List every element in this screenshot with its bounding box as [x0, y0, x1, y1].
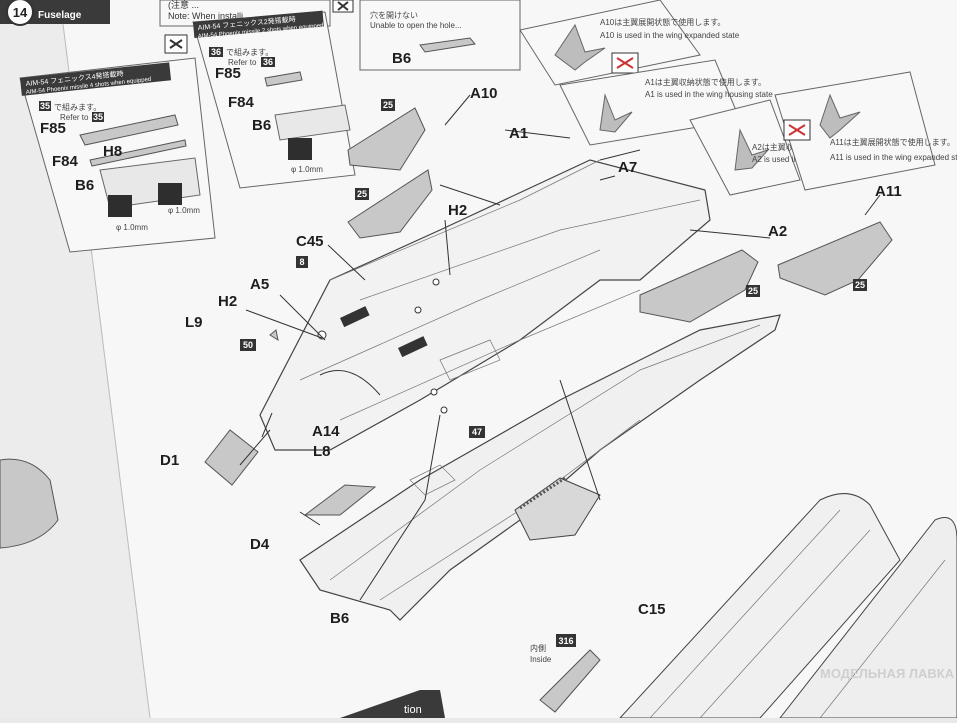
part-labels: A10 A1 A7 A2 A11 H2 C45 A5 H2 L9 A14 L8 …: [160, 85, 902, 627]
refer-en: Refer to: [60, 113, 89, 122]
d4-part: [303, 484, 377, 516]
part-label-f85-b: F85: [215, 65, 241, 82]
part-label-f84: F84: [52, 153, 79, 170]
wing-part-a11: 25: [777, 221, 893, 296]
step-title: Fuselage: [38, 10, 82, 21]
step-number: 14: [13, 5, 28, 20]
label-d4: D4: [250, 536, 270, 553]
missile-rail: [79, 114, 179, 146]
note-jp: (注意 ...: [168, 0, 199, 10]
svg-text:25: 25: [357, 189, 367, 199]
left-page-part: [0, 458, 59, 549]
wing-part-a1: 25: [347, 169, 433, 239]
callout-aim54-4: AIM-54 フェニックス4発搭載時 AIM-54 Phoenix missil…: [19, 34, 216, 253]
wing-part-a10: 25: [347, 99, 426, 171]
gear-bay: [514, 477, 601, 541]
note-en: Note: When installi...: [168, 11, 251, 21]
part-label-b6-aim2: B6: [252, 117, 271, 134]
svg-text:で組みます。: で組みます。: [226, 47, 273, 57]
svg-text:A11は主翼展開状態で使用します。: A11は主翼展開状態で使用します。: [830, 137, 955, 147]
watermark: МОДЕЛЬНАЯ ЛАВКА: [820, 666, 955, 681]
fuselage-assembly: [204, 94, 881, 621]
svg-text:25: 25: [383, 100, 393, 110]
svg-text:A1は主翼収納状態で使用します。: A1は主翼収納状態で使用します。: [645, 77, 766, 87]
svg-text:35: 35: [40, 101, 50, 111]
top-note-center: 穴を開けない Unable to open the hole... B6: [359, 0, 521, 71]
hole-size: φ 1.0mm: [116, 223, 148, 232]
badge-a14: 47: [469, 426, 485, 438]
label-h2-left: H2: [218, 293, 237, 310]
svg-text:8: 8: [299, 257, 304, 267]
label-a7: A7: [618, 159, 637, 176]
label-a5: A5: [250, 276, 269, 293]
inside-label-jp: 内側: [530, 643, 546, 653]
callout-a10: A10は主翼展開状態で使用します。 A10 is used in the win…: [519, 0, 740, 86]
refer-jp: で組みます。: [54, 102, 101, 112]
label-d1: D1: [160, 452, 179, 469]
svg-text:25: 25: [855, 280, 865, 290]
label-a10: A10: [470, 85, 498, 102]
refer-step-badge: [39, 101, 51, 111]
label-c45: C45: [296, 233, 324, 250]
badge-c15: 316 内側 Inside: [530, 634, 576, 664]
callout-aim54-2: AIM-54 フェニックス2発搭載時 AIM-54 Phoenix missil…: [192, 10, 356, 189]
svg-text:Refer to: Refer to: [228, 58, 257, 67]
flip-icon-aim4: [164, 34, 188, 54]
part-label-b6-aim4: B6: [75, 177, 94, 194]
hole-marker: [108, 195, 132, 217]
badge-l9: 50: [240, 339, 256, 351]
svg-text:A10は主翼展開状態で使用します。: A10は主翼展開状態で使用します。: [600, 17, 725, 27]
svg-text:φ 1.0mm: φ 1.0mm: [291, 165, 323, 174]
inside-label-en: Inside: [530, 655, 552, 664]
hole-marker: [158, 183, 182, 205]
svg-text:47: 47: [472, 427, 482, 437]
callout-a11: A11は主翼展開状態で使用します。 A11 is used in the win…: [774, 71, 957, 191]
note-en-center: Unable to open the hole...: [370, 21, 462, 30]
c45-part: [340, 306, 370, 328]
label-l8: L8: [313, 443, 331, 460]
part-label-f85: F85: [40, 120, 66, 137]
wing-part-a2: 25: [639, 249, 760, 323]
label-b6: B6: [330, 610, 349, 627]
part-label-h8: H8: [103, 143, 122, 160]
label-c15: C15: [638, 601, 666, 618]
svg-text:tion: tion: [404, 704, 422, 716]
label-h2-top: H2: [448, 202, 467, 219]
part-label-b6-top: B6: [392, 50, 411, 67]
svg-text:36: 36: [263, 57, 273, 67]
svg-text:36: 36: [211, 47, 221, 57]
note-jp-center: 穴を開けない: [370, 10, 418, 20]
label-a14: A14: [312, 423, 340, 440]
step-header: 14 Fuselage: [0, 0, 110, 26]
svg-text:A1 is used in the wing housing: A1 is used in the wing housing state: [645, 90, 773, 99]
part-label-f84-b: F84: [228, 94, 255, 111]
svg-text:50: 50: [243, 340, 253, 350]
svg-text:25: 25: [748, 286, 758, 296]
lower-fuselage-halves: [539, 493, 957, 719]
svg-text:316: 316: [558, 636, 573, 646]
hole-size: φ 1.0mm: [168, 206, 200, 215]
bottom-tab: tion: [340, 690, 445, 718]
svg-text:A10 is used in the wing expand: A10 is used in the wing expanded state: [600, 31, 740, 40]
flip-icon-top: [332, 0, 354, 13]
badge-c45: 8: [296, 256, 308, 268]
svg-text:A11 is used in the wing expand: A11 is used in the wing expanded state: [830, 153, 957, 162]
label-a2: A2: [768, 223, 787, 240]
svg-text:35: 35: [93, 112, 103, 122]
step-number-badge: [6, 0, 34, 26]
d1-part: [204, 429, 259, 486]
label-a11: A11: [875, 183, 902, 200]
label-a1: A1: [509, 125, 528, 142]
label-l9: L9: [185, 314, 203, 331]
